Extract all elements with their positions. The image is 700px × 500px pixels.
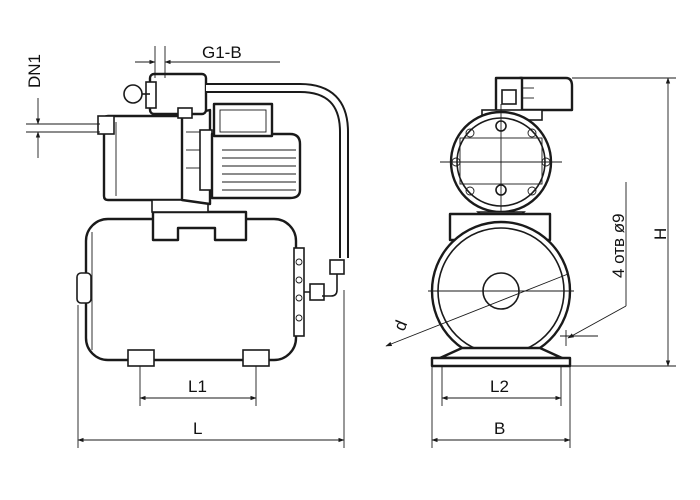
label-b: B (494, 419, 505, 438)
pressure-tank (76, 210, 325, 367)
label-h: H (651, 228, 670, 240)
front-pump-head (440, 104, 562, 227)
dimension-b: B (431, 366, 571, 448)
front-base (430, 346, 572, 368)
pump-unit (97, 72, 302, 213)
dimension-l2: L2 (441, 366, 562, 406)
front-tank (428, 220, 574, 362)
label-holes: 4 отв ø9 (609, 213, 628, 278)
label-g1b: G1-B (202, 43, 242, 62)
label-dn1: DN1 (25, 54, 44, 88)
dimension-holes: 4 отв ø9 (560, 182, 628, 346)
label-d: d (390, 318, 411, 334)
dimension-g1b: G1-B (135, 43, 280, 78)
label-l1: L1 (188, 377, 207, 396)
label-l2: L2 (490, 377, 509, 396)
dimension-dn1: DN1 (25, 54, 100, 158)
label-l: L (193, 419, 202, 438)
connecting-hose (206, 83, 349, 297)
dimension-l: L (77, 290, 345, 448)
dimension-h: H (570, 77, 676, 367)
front-view: d 4 отв ø9 H L2 B (385, 76, 676, 448)
dimension-l1: L1 (139, 366, 257, 406)
side-view: DN1 G1-B L1 L (25, 43, 349, 448)
